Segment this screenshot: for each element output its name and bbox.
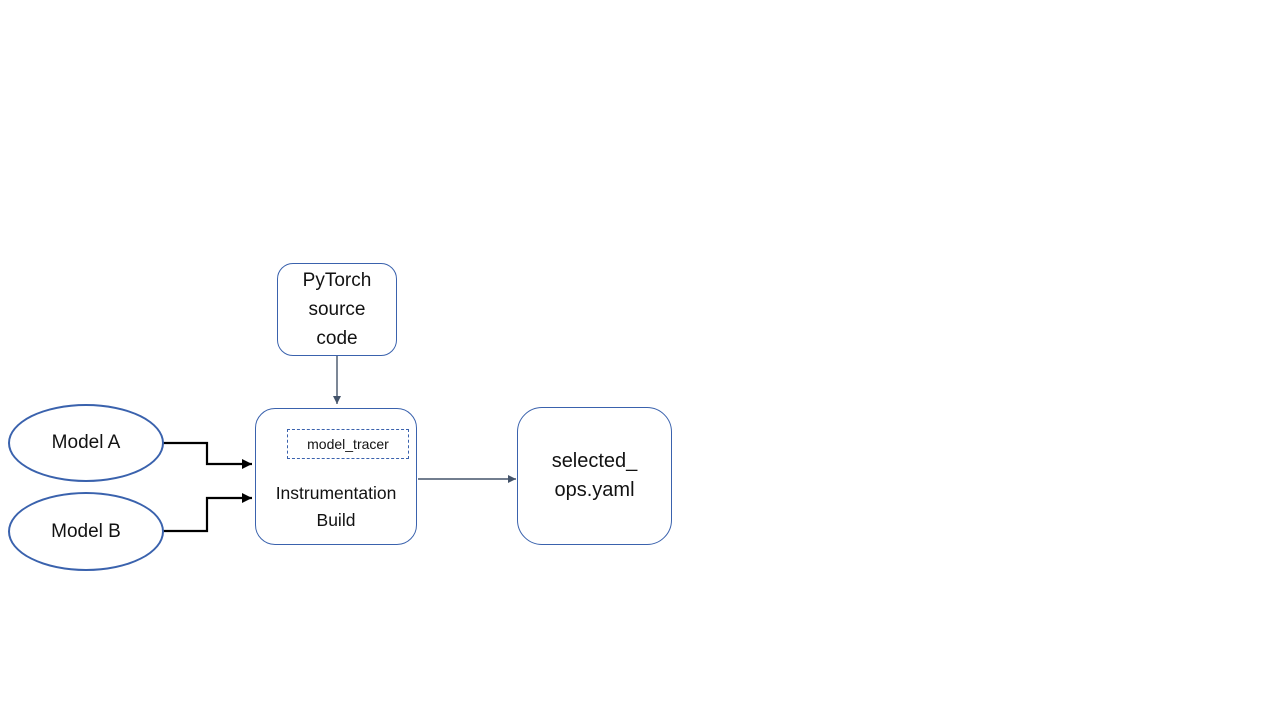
node-model-tracer-label: model_tracer [307, 436, 389, 452]
node-model-tracer: model_tracer [287, 429, 409, 459]
edge-model-b-to-instrumentation [163, 493, 252, 533]
node-selected-ops: selected_ ops.yaml [517, 407, 672, 545]
node-pytorch-source-label: PyTorch source code [302, 270, 372, 349]
node-pytorch-source: PyTorch source code [277, 263, 397, 356]
node-model-b: Model B [8, 492, 164, 571]
node-instrumentation-build: model_tracer Instrumentation Build [255, 408, 417, 545]
node-model-a-label: Model A [51, 432, 121, 453]
edge-model-a-to-instrumentation [163, 441, 252, 469]
node-model-b-label: Model B [51, 520, 121, 542]
node-model-a: Model A [8, 404, 164, 482]
node-instrumentation-build-label: Instrumentation Build [275, 483, 397, 530]
node-selected-ops-label: selected_ ops.yaml [551, 450, 638, 501]
